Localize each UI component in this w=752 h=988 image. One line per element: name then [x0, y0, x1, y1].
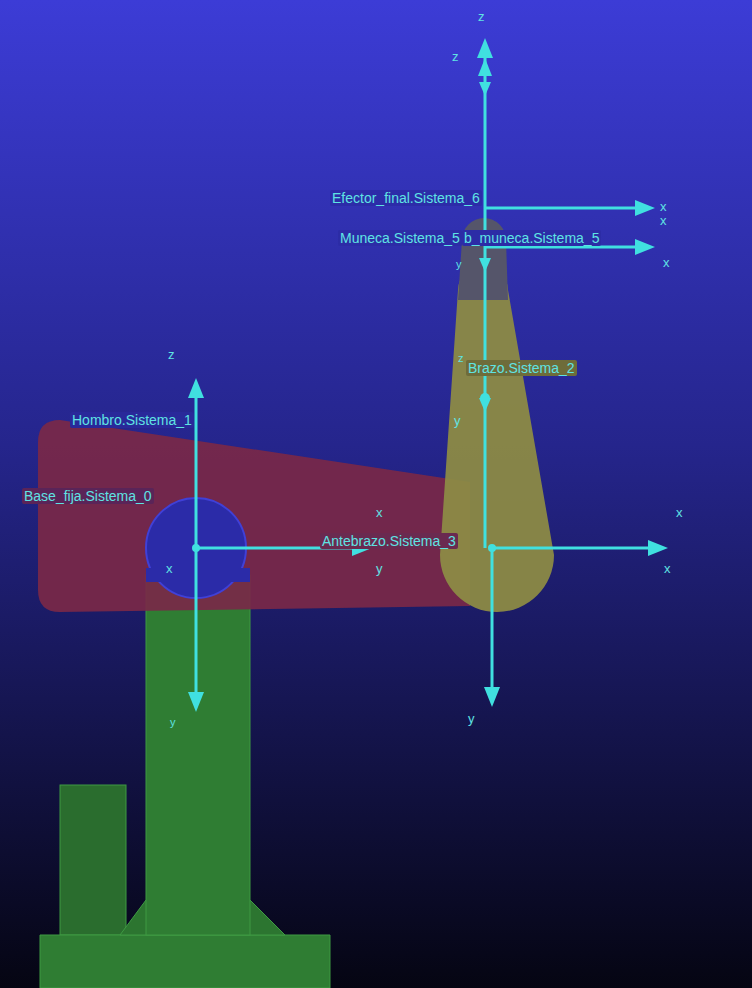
frame-label: Brazo.Sistema_2	[466, 360, 577, 376]
base-cylinder	[60, 785, 126, 935]
frame-label: Muneca.Sistema_5	[338, 230, 462, 246]
axis-letter: x	[376, 506, 383, 521]
axis-line	[484, 48, 487, 548]
axis-letter: x	[166, 562, 173, 577]
base-plate	[40, 935, 330, 988]
origin-dot	[488, 544, 496, 552]
shoulder-band	[146, 568, 250, 582]
arrowhead	[478, 58, 492, 76]
arrowheads	[188, 38, 668, 712]
arrowhead	[188, 692, 204, 712]
axis-letter: z	[478, 10, 485, 25]
forearm-link	[440, 265, 554, 612]
axis-letter: x	[660, 214, 667, 229]
axis-letter: y	[376, 562, 383, 577]
axis-letter: x	[676, 506, 683, 521]
axis-letter: z	[458, 352, 464, 365]
axis-line	[195, 548, 198, 700]
axis-letter: z	[452, 50, 459, 65]
origin-dot	[480, 393, 490, 403]
axis-line	[485, 207, 642, 210]
axis-letter: x	[660, 200, 667, 215]
arrowhead	[479, 258, 491, 272]
axis-letter: y	[456, 258, 462, 271]
arrowhead	[648, 540, 668, 556]
axis-line	[195, 390, 198, 548]
arrowhead	[479, 82, 491, 96]
axis-letter: x	[663, 256, 670, 271]
arrowhead	[635, 200, 655, 216]
axis-letter: y	[468, 712, 475, 727]
arrowhead	[188, 378, 204, 398]
arrowhead	[484, 687, 500, 707]
base-column	[146, 575, 250, 935]
arm-link	[38, 420, 470, 612]
frame-label: Hombro.Sistema_1	[70, 412, 194, 428]
axes	[196, 48, 655, 700]
origin-dot	[192, 544, 200, 552]
frame-label: Antebrazo.Sistema_3	[320, 533, 458, 549]
axis-letter: y	[170, 716, 176, 729]
axis-letter: x	[664, 562, 671, 577]
frame-label: Efector_final.Sistema_6	[330, 190, 482, 206]
arrowhead	[477, 38, 493, 58]
arrowhead	[635, 239, 655, 255]
frame-label: Base_fija.Sistema_0	[22, 488, 154, 504]
frame-label: b_muneca.Sistema_5	[462, 230, 601, 246]
axis-letter: z	[168, 348, 175, 363]
axis-line	[492, 547, 655, 550]
axis-line	[491, 548, 494, 695]
axis-letter: y	[454, 414, 461, 429]
